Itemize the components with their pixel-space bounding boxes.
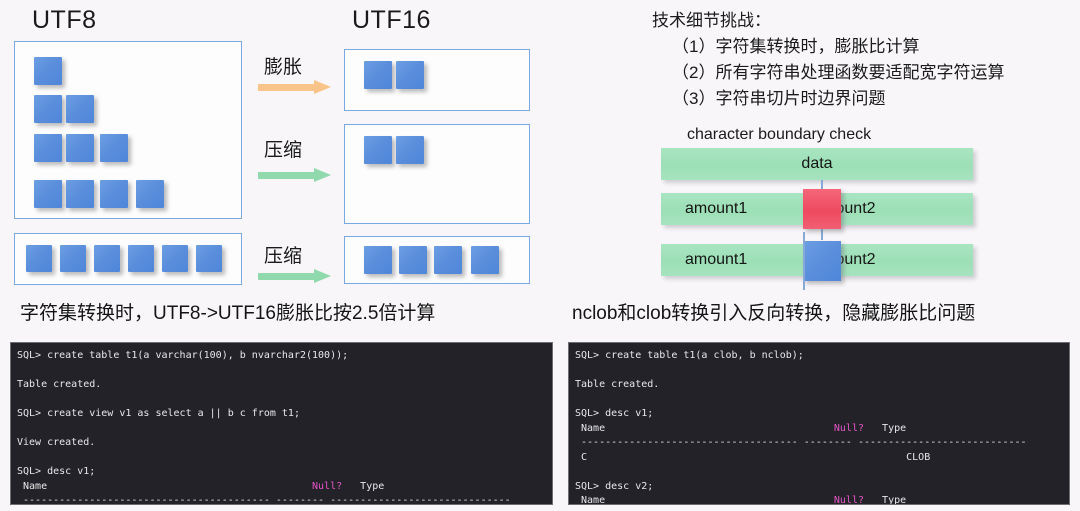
utf16-char-square xyxy=(471,246,499,274)
terminal-line: SQL> create table t1(a varchar(100), b n… xyxy=(17,350,349,361)
utf16-char-square xyxy=(399,246,427,274)
terminal-line: ------------------------------------ ---… xyxy=(575,437,1027,448)
terminal-line: Table created. xyxy=(17,379,102,390)
utf16-frame-2 xyxy=(344,124,530,224)
terminal-left[interactable]: SQL> create table t1(a varchar(100), b n… xyxy=(10,342,553,505)
terminal-line xyxy=(17,364,552,379)
challenge-heading: 技术细节挑战： xyxy=(652,11,771,30)
terminal-line xyxy=(17,393,552,408)
utf8-char-square xyxy=(128,245,154,272)
utf8-char-square xyxy=(34,95,62,123)
utf8-char-square xyxy=(100,134,128,162)
amount1-label: amount1 xyxy=(685,200,748,217)
boundary-line-bottom xyxy=(803,232,805,290)
terminal-line xyxy=(17,451,552,466)
utf8-title: UTF8 xyxy=(32,6,97,34)
utf8-char-square xyxy=(26,245,52,272)
caption-left: 字符集转换时，UTF8->UTF16膨胀比按2.5倍计算 xyxy=(20,303,436,324)
terminal-line: Table created. xyxy=(575,379,660,390)
utf8-char-square xyxy=(34,57,62,85)
amount1-label: amount1 xyxy=(685,251,748,268)
utf8-char-square xyxy=(66,180,94,208)
terminal-line: SQL> desc v1; xyxy=(575,408,654,419)
terminal-line: Name Null? Type xyxy=(575,495,907,505)
utf16-char-square xyxy=(396,61,424,89)
utf16-char-square xyxy=(364,61,392,89)
null-column-header: Null? xyxy=(833,495,864,505)
terminal-line xyxy=(575,465,1069,480)
terminal-line xyxy=(17,422,552,437)
utf8-char-square xyxy=(162,245,188,272)
arrow-label-compress-2: 压缩 xyxy=(264,246,303,267)
utf16-char-square xyxy=(434,246,462,274)
terminal-line: Name Null? Type xyxy=(17,480,385,492)
utf8-char-square xyxy=(60,245,86,272)
challenge-item-3: （3）字符串切片时边界问题 xyxy=(672,89,886,108)
terminal-line: SQL> desc v1; xyxy=(17,466,96,477)
utf16-char-square xyxy=(364,246,392,274)
terminal-line xyxy=(575,393,1069,408)
terminal-line xyxy=(575,364,1069,379)
data-bar-label: data xyxy=(801,155,833,172)
utf8-char-square xyxy=(66,134,94,162)
utf8-char-square xyxy=(34,180,62,208)
data-bar: data xyxy=(661,148,973,180)
utf8-char-square xyxy=(66,95,94,123)
utf8-char-square xyxy=(196,245,222,272)
utf8-char-square xyxy=(34,134,62,162)
caption-right: nclob和clob转换引入反向转换，隐藏膨胀比问题 xyxy=(572,303,976,324)
terminal-line: SQL> create table t1(a clob, b nclob); xyxy=(575,350,804,361)
utf16-title: UTF16 xyxy=(352,6,431,34)
utf16-char-square xyxy=(364,136,392,164)
challenge-item-1: （1）字符集转换时，膨胀比计算 xyxy=(672,37,920,56)
challenge-list: 技术细节挑战： （1）字符集转换时，膨胀比计算 （2）所有字符串处理函数要适配宽… xyxy=(652,8,1004,112)
utf8-char-square xyxy=(94,245,120,272)
null-column-header: Null? xyxy=(312,480,343,492)
arrow-label-compress-1: 压缩 xyxy=(264,140,303,161)
terminal-line: Name Null? Type xyxy=(575,422,907,434)
split-marker-blue xyxy=(803,241,841,281)
null-column-header: Null? xyxy=(833,422,864,434)
terminal-line: SQL> create view v1 as select a || b c f… xyxy=(17,408,300,419)
terminal-line: ----------------------------------------… xyxy=(17,495,511,505)
utf8-char-square xyxy=(100,180,128,208)
utf16-char-square xyxy=(396,136,424,164)
arrow-label-expand: 膨胀 xyxy=(264,57,303,78)
split-marker-red xyxy=(803,189,841,229)
terminal-line: C CLOB xyxy=(575,451,931,463)
terminal-line: View created. xyxy=(17,437,96,448)
utf8-char-square xyxy=(136,180,164,208)
terminal-right[interactable]: SQL> create table t1(a clob, b nclob); T… xyxy=(568,342,1070,505)
terminal-line: SQL> desc v2; xyxy=(575,480,654,492)
boundary-check-title: character boundary check xyxy=(687,126,872,143)
challenge-item-2: （2）所有字符串处理函数要适配宽字符运算 xyxy=(672,63,1005,82)
